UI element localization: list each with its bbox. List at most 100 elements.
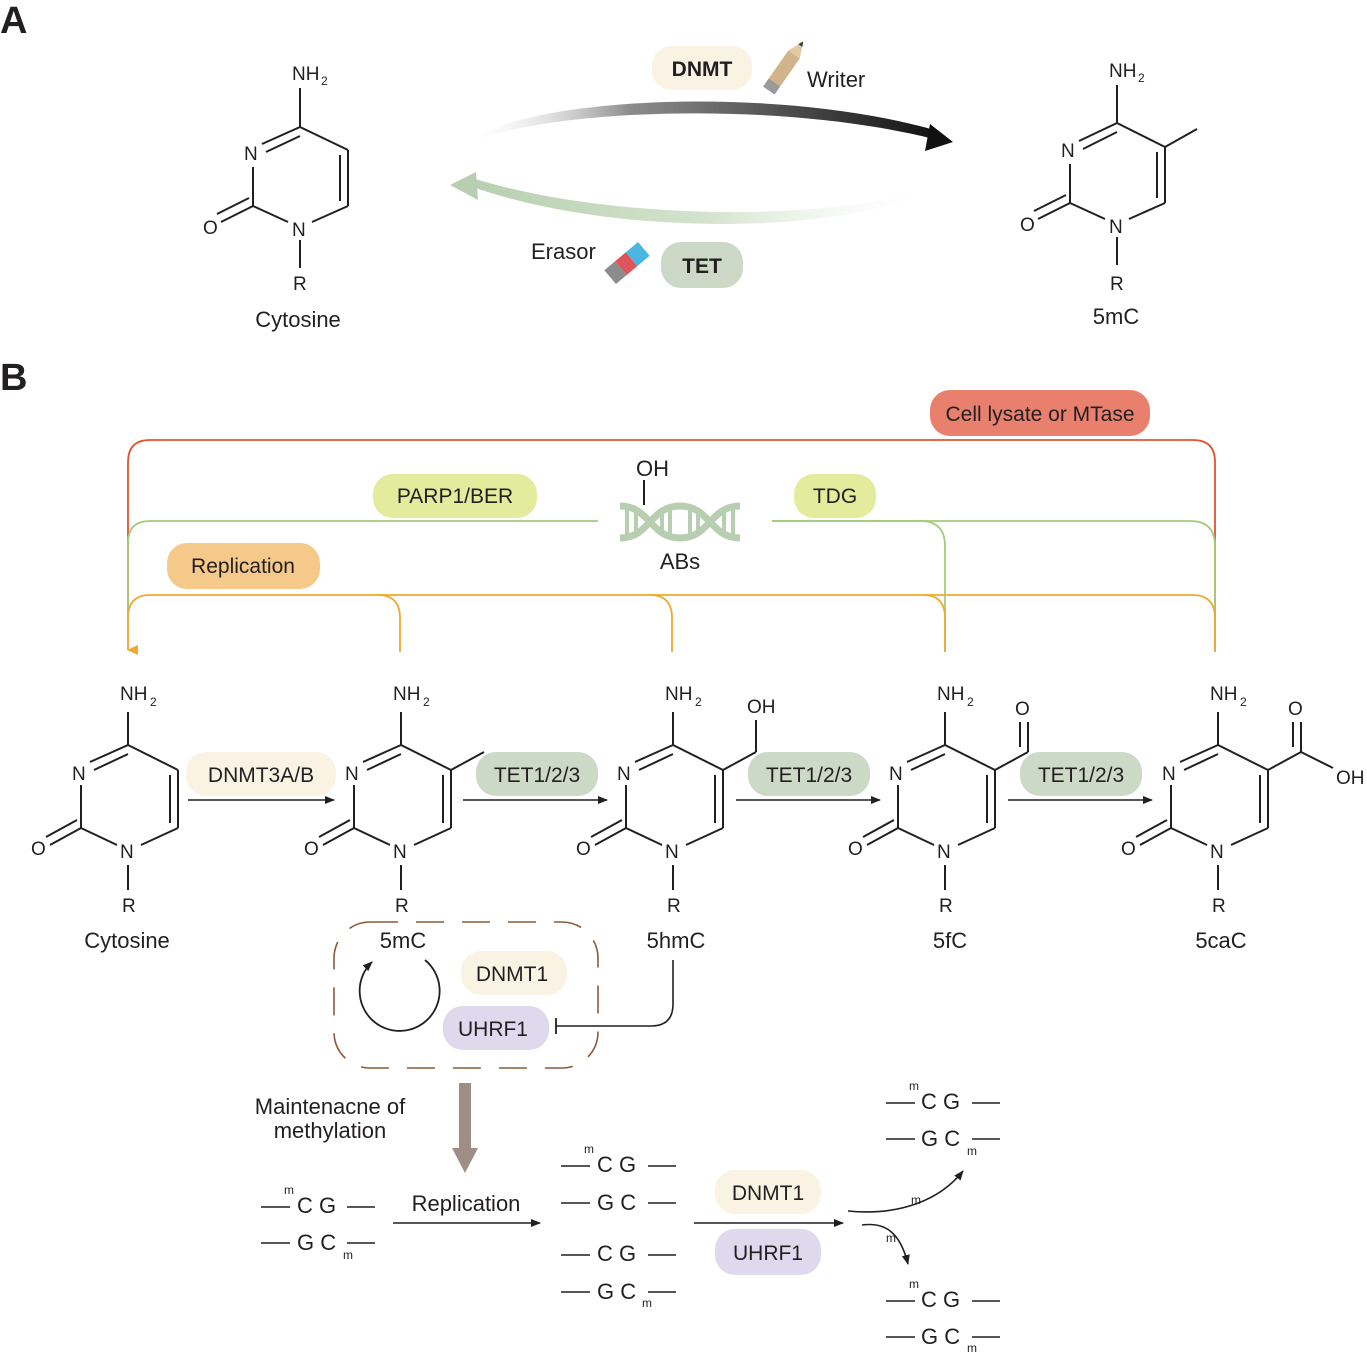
svg-text:m: m <box>642 1296 652 1310</box>
svg-text:O: O <box>576 839 591 860</box>
methyl-transfer-arrow-bottom <box>861 1223 910 1265</box>
lysate-pill <box>930 390 1150 436</box>
tet-pill-2 <box>748 752 870 796</box>
svg-text:C G: C G <box>921 1089 960 1114</box>
svg-text:NH: NH <box>665 684 692 705</box>
cytosine-structure-a: NH 2 N N O R <box>203 64 349 295</box>
svg-text:N: N <box>1109 217 1123 238</box>
uhrf1-label-scheme: UHRF1 <box>733 1242 803 1265</box>
replication-pill <box>167 543 320 589</box>
uhrf1-pill-scheme <box>715 1229 821 1275</box>
duplex-full-top: m C G G C m <box>886 1079 1000 1158</box>
svg-text:R: R <box>395 896 409 917</box>
svg-text:N: N <box>1162 764 1176 785</box>
svg-text:N: N <box>72 764 86 785</box>
5cac-structure: NH 2 O OH N N O R <box>1121 684 1365 917</box>
svg-text:C G: C G <box>921 1287 960 1312</box>
svg-text:OH: OH <box>747 697 776 718</box>
duplex-hemi-bottom: C G G C m <box>561 1241 676 1310</box>
svg-text:NH: NH <box>1109 61 1136 82</box>
parp-pill <box>373 474 537 518</box>
svg-text:G C: G C <box>921 1126 960 1151</box>
pencil-icon <box>763 41 804 95</box>
svg-text:NH: NH <box>1210 684 1237 705</box>
dnmt3ab-label: DNMT3A/B <box>208 764 314 787</box>
dnmt1-pill-box <box>461 951 567 995</box>
svg-text:C G: C G <box>597 1241 636 1266</box>
svg-text:N: N <box>889 764 903 785</box>
replication-scheme-label: Replication <box>412 1191 521 1216</box>
svg-text:O: O <box>31 839 46 860</box>
svg-text:O: O <box>1288 699 1303 720</box>
svg-text:C G: C G <box>597 1152 636 1177</box>
svg-text:N: N <box>244 144 258 165</box>
svg-text:O: O <box>1015 699 1030 720</box>
tet-label-1: TET1/2/3 <box>494 764 580 787</box>
uhrf1-label-box: UHRF1 <box>458 1018 528 1041</box>
svg-text:2: 2 <box>967 695 974 709</box>
svg-text:O: O <box>1121 839 1136 860</box>
svg-text:NH: NH <box>393 684 420 705</box>
tet-label: TET <box>682 255 722 278</box>
svg-text:N: N <box>665 842 679 863</box>
svg-text:m: m <box>584 1142 594 1156</box>
eraser-arrow <box>470 178 950 224</box>
svg-text:N: N <box>393 842 407 863</box>
5fc-structure: NH 2 O N N O R <box>848 684 1030 917</box>
tdg-label: TDG <box>813 485 857 508</box>
svg-text:m: m <box>909 1079 919 1093</box>
panel-b-label: B <box>0 357 27 399</box>
base-label-cytosine: Cytosine <box>84 928 170 953</box>
lysate-label: Cell lysate or MTase <box>945 403 1134 426</box>
svg-text:m: m <box>967 1144 977 1158</box>
svg-text:2: 2 <box>321 74 328 88</box>
svg-text:R: R <box>122 896 136 917</box>
5mc-structure-b: NH 2 N N O R <box>304 684 485 917</box>
svg-text:2: 2 <box>1240 695 1247 709</box>
svg-text:O: O <box>203 218 218 239</box>
tet-pill-3 <box>1020 752 1142 796</box>
methyl-transfer-arrow-top <box>847 1170 964 1213</box>
svg-text:R: R <box>293 274 307 295</box>
svg-text:G C: G C <box>597 1190 636 1215</box>
panel-a-label: A <box>0 0 27 42</box>
cytosine-label-a: Cytosine <box>255 307 341 332</box>
abs-oh: OH <box>636 456 669 481</box>
methyl-mark-top: m <box>911 1193 921 1207</box>
duplex-initial: m C G G C m <box>261 1183 375 1262</box>
svg-text:N: N <box>617 764 631 785</box>
maintenance-arrow <box>452 1083 478 1173</box>
methyl-mark-bottom: m <box>886 1231 896 1245</box>
5mc-label-a: 5mC <box>1093 304 1140 329</box>
dna-helix-icon <box>619 480 741 542</box>
dnmt1-label-scheme: DNMT1 <box>732 1182 804 1205</box>
maintenance-box <box>333 921 599 1069</box>
base-label-5hmc: 5hmC <box>647 928 706 953</box>
svg-text:m: m <box>909 1277 919 1291</box>
svg-text:R: R <box>1110 274 1124 295</box>
svg-text:N: N <box>937 842 951 863</box>
tdg-pill <box>794 474 876 518</box>
maintenance-5mc-label: 5mC <box>380 928 427 953</box>
duplex-hemi-top: m C G G C <box>561 1142 676 1215</box>
tet-label-2: TET1/2/3 <box>766 764 852 787</box>
svg-text:R: R <box>939 896 953 917</box>
svg-text:G C: G C <box>921 1324 960 1349</box>
duplex-full-bottom: m C G G C m <box>886 1277 1000 1353</box>
parp-connector <box>127 520 598 640</box>
svg-text:2: 2 <box>1138 71 1145 85</box>
svg-text:2: 2 <box>695 695 702 709</box>
svg-text:R: R <box>667 896 681 917</box>
svg-text:OH: OH <box>1336 768 1365 789</box>
svg-text:O: O <box>1020 215 1035 236</box>
base-label-5cac: 5caC <box>1195 928 1246 953</box>
svg-text:C G: C G <box>297 1193 336 1218</box>
svg-text:NH: NH <box>292 64 319 85</box>
svg-text:2: 2 <box>150 695 157 709</box>
maintenance-caption-1: Maintenacne of <box>255 1094 406 1119</box>
cytosine-structure-b: NH 2 N N O R <box>31 684 179 917</box>
uhrf1-pill-box <box>443 1006 549 1050</box>
svg-text:R: R <box>1212 896 1226 917</box>
eraser-icon <box>604 241 650 285</box>
svg-text:N: N <box>1210 842 1224 863</box>
